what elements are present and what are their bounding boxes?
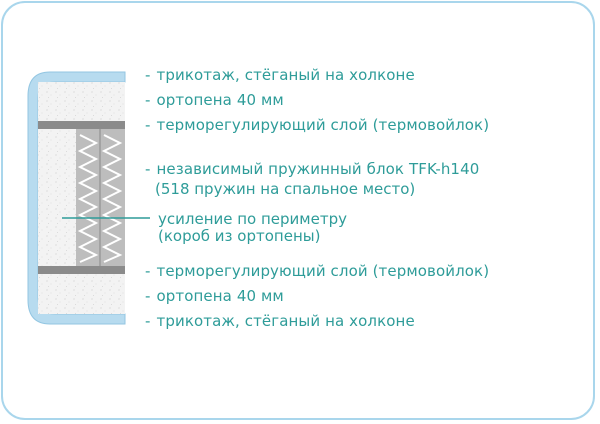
perimeter-foam — [38, 129, 76, 266]
label-bottom-felt: -терморегулирующий слой (термовойлок) — [145, 262, 490, 280]
label-perimeter-detail: (короб из ортопены) — [158, 227, 321, 245]
label-bottom-knit: -трикотаж, стёганый на холконе — [145, 312, 415, 330]
top-felt-layer — [38, 121, 125, 129]
bottom-foam-layer — [38, 274, 125, 314]
bottom-felt-layer — [38, 266, 125, 274]
label-spring-block-count: (518 пружин на спальное место) — [155, 180, 416, 198]
label-top-knit: -трикотаж, стёганый на холконе — [145, 66, 415, 84]
top-foam-layer — [38, 82, 125, 121]
spring-coil-2 — [101, 134, 123, 263]
label-bottom-foam: -ортопена 40 мм — [145, 287, 284, 305]
label-spring-block: -независимый пружинный блок TFK-h140 — [145, 160, 480, 178]
label-perimeter: усиление по периметру — [158, 210, 347, 228]
label-top-foam: -ортопена 40 мм — [145, 91, 284, 109]
spring-coil-1 — [77, 134, 99, 263]
label-top-felt: -терморегулирующий слой (термовойлок) — [145, 116, 490, 134]
